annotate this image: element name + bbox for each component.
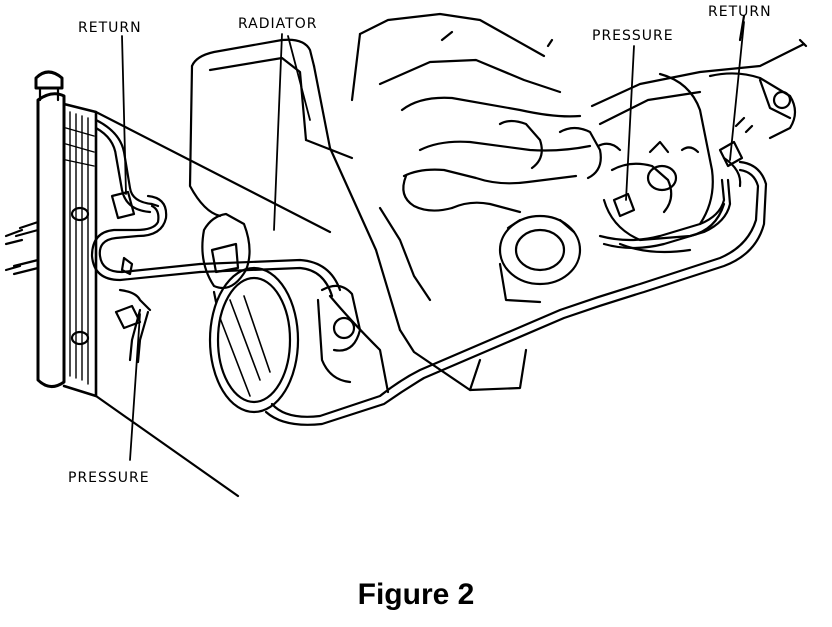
label-pressure-bottom: PRESSURE (68, 470, 150, 486)
transmission-cooler-lines (264, 160, 768, 426)
leader-pressure-top (625, 45, 635, 201)
label-radiator: RADIATOR (238, 16, 318, 32)
radiator-illustration (4, 70, 332, 498)
leader-return-right (729, 21, 745, 161)
leader-radiator-a (273, 33, 283, 231)
leader-return-left (121, 35, 127, 195)
leader-radiator-b (287, 35, 311, 121)
label-return-left: RETURN (78, 20, 142, 36)
engine-illustration (188, 12, 622, 392)
label-return-right: RETURN (708, 4, 772, 20)
label-pressure-top: PRESSURE (592, 28, 674, 44)
fan-shroud-illustration (201, 212, 300, 414)
left-cooler-lines (90, 118, 342, 364)
transmission-illustration (590, 14, 808, 254)
leader-pressure-bottom (129, 313, 141, 461)
callout-leaders (121, 21, 745, 461)
figure-caption: Figure 2 (357, 578, 475, 611)
